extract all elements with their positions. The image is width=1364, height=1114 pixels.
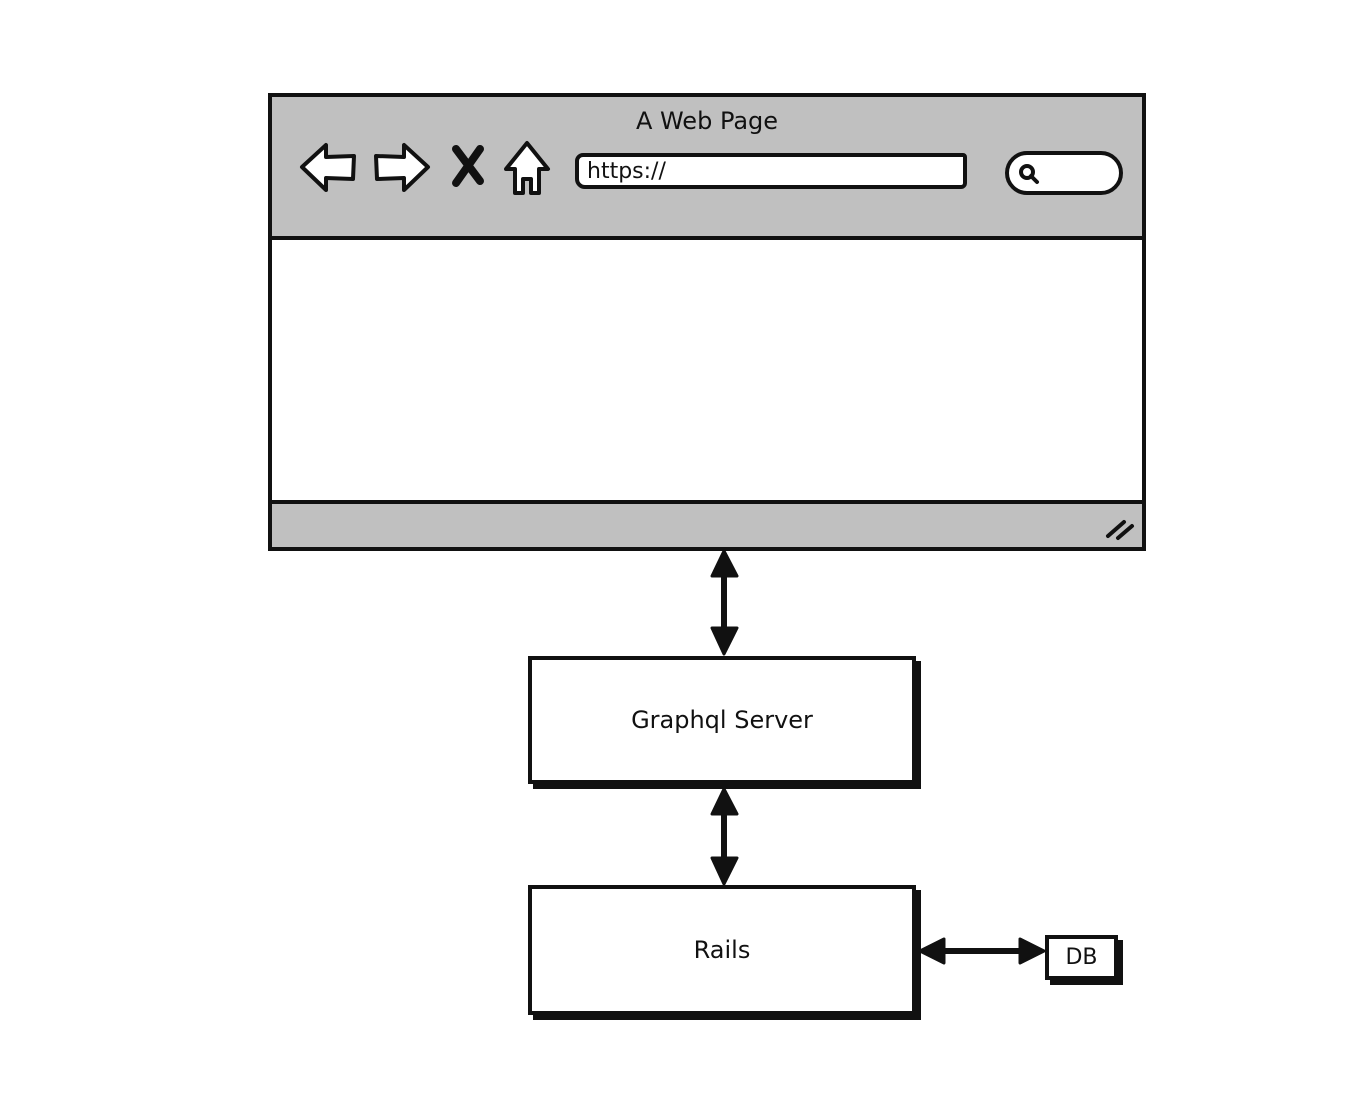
url-input[interactable] xyxy=(575,153,967,189)
search-input[interactable] xyxy=(1005,151,1123,195)
browser-toolbar: A Web Page xyxy=(272,97,1142,240)
close-x-icon[interactable] xyxy=(446,137,490,197)
graphql-rails-connector xyxy=(710,787,739,886)
db-box: DB xyxy=(1045,935,1118,980)
browser-title: A Web Page xyxy=(635,107,779,135)
magnifier-icon xyxy=(1017,162,1041,190)
resize-grip-icon[interactable] xyxy=(1102,514,1136,546)
graphql-server-label: Graphql Server xyxy=(631,706,813,734)
rails-db-connector xyxy=(918,937,1046,965)
browser-window: A Web Page xyxy=(268,93,1146,551)
browser-content-area xyxy=(272,240,1142,500)
browser-graphql-connector xyxy=(710,549,739,656)
db-label: DB xyxy=(1065,945,1098,970)
rails-label: Rails xyxy=(693,936,751,964)
forward-arrow-icon[interactable] xyxy=(370,137,434,197)
rails-box: Rails xyxy=(528,885,916,1015)
back-arrow-icon[interactable] xyxy=(296,137,360,197)
home-icon[interactable] xyxy=(500,137,554,197)
graphql-server-box: Graphql Server xyxy=(528,656,916,784)
browser-status-bar xyxy=(272,500,1142,547)
